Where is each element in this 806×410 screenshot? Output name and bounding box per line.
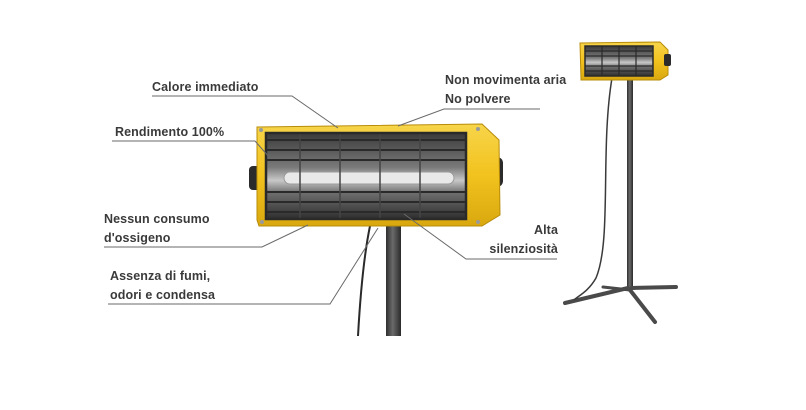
feature-nessun-line1: Nessun consumo [104, 212, 210, 226]
leader-calore [152, 95, 339, 129]
small-heater [563, 41, 678, 324]
leader-lines [104, 95, 557, 305]
feature-alta-line2: silenziosità [489, 242, 558, 256]
main-heater [249, 123, 503, 337]
feature-nessun-line2: d'ossigeno [104, 231, 171, 245]
main-heater-cable [357, 225, 371, 337]
feature-rendimento: Rendimento 100% [115, 123, 224, 142]
feature-alta-line1: Alta [533, 223, 558, 237]
feature-non-movimenta-line1: Non movimenta aria [445, 73, 567, 87]
feature-calore: Calore immediato [152, 78, 259, 97]
leader-assenza [108, 227, 379, 305]
main-heater-pole [386, 226, 401, 336]
feature-assenza-line1: Assenza di fumi, [110, 269, 211, 283]
leader-rendimento [112, 140, 271, 159]
feature-alta: Alta silenziosità [478, 221, 558, 259]
small-heater-pole [627, 78, 633, 290]
leader-nessun [104, 224, 309, 248]
feature-non-movimenta: Non movimenta aria No polvere [445, 71, 566, 109]
leader-non-movimenta [397, 108, 540, 127]
feature-nessun: Nessun consumo d'ossigeno [104, 210, 210, 248]
feature-calore-text: Calore immediato [152, 80, 259, 94]
feature-rendimento-text: Rendimento 100% [115, 125, 225, 139]
feature-assenza-line2: odori e condensa [110, 288, 216, 302]
feature-non-movimenta-line2: No polvere [445, 92, 511, 106]
feature-assenza: Assenza di fumi, odori e condensa [110, 267, 215, 305]
main-heater-lamp [283, 171, 455, 185]
leader-alta [403, 213, 557, 260]
